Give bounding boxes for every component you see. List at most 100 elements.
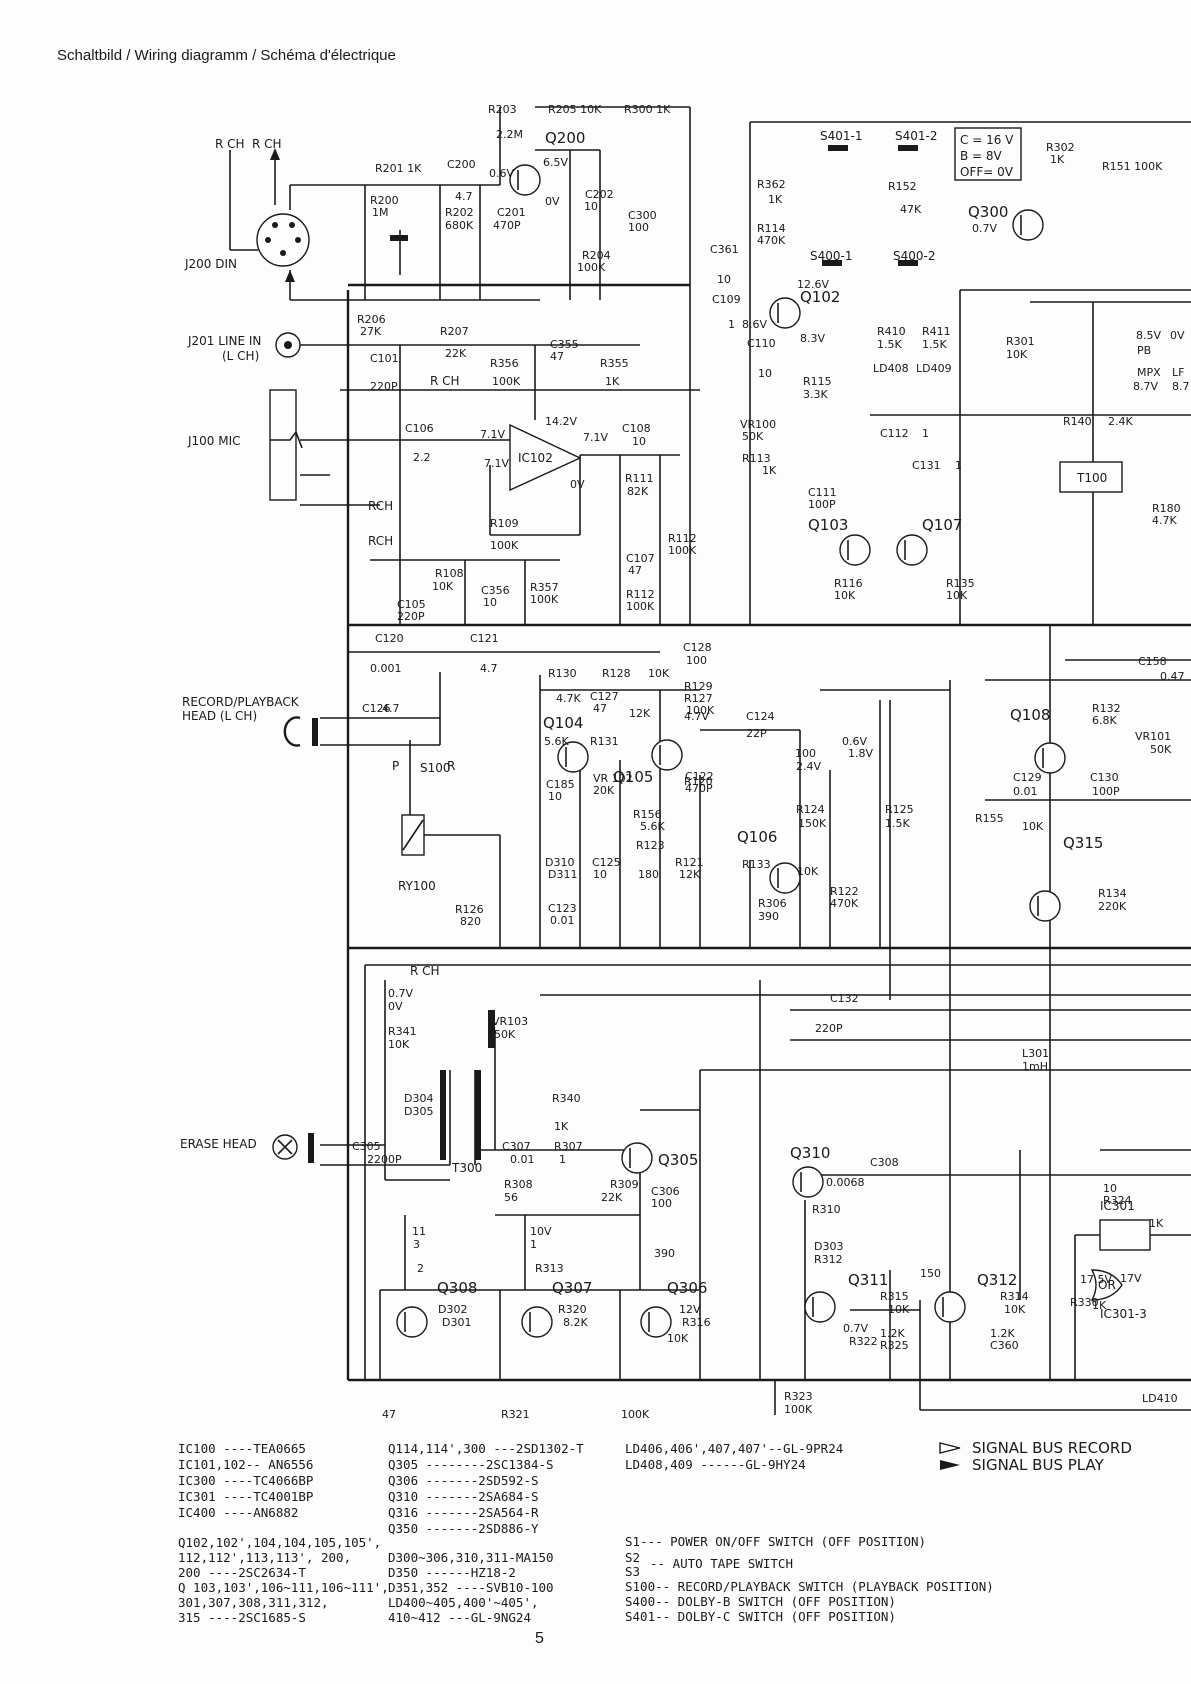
part-label: 150K — [798, 817, 827, 830]
legend-line: Q 103,103',106~111,106~111', — [178, 1580, 389, 1595]
part-label: 100P — [808, 498, 836, 511]
part-label: R314 — [1000, 1290, 1029, 1303]
part-label: R325 — [880, 1339, 909, 1352]
part-label: 390 — [758, 910, 779, 923]
part-label: 10K — [648, 667, 670, 680]
transistor-q105 — [651, 739, 683, 771]
transistor-q310 — [792, 1166, 824, 1198]
part-label: 11 — [412, 1225, 426, 1238]
legend-line: IC300 ----TC4066BP — [178, 1473, 313, 1488]
part-label: 1K — [762, 464, 777, 477]
part-label: 0V — [1170, 329, 1185, 342]
part-label: C101 — [370, 352, 399, 365]
part-label: R126 — [455, 903, 484, 916]
transistor-q315 — [1029, 890, 1061, 922]
part-label: C121 — [470, 632, 499, 645]
part-label: 470K — [830, 897, 859, 910]
part-label: 4.7K — [556, 692, 581, 705]
part-label: LD408 — [873, 362, 909, 375]
part-label: R357 — [530, 581, 559, 594]
part-label: R203 — [488, 103, 517, 116]
legend-line: 200 ----2SC2634-T — [178, 1565, 306, 1580]
part-label: 10K — [388, 1038, 410, 1051]
part-label: R180 — [1152, 502, 1181, 515]
part-label: C305 — [352, 1140, 381, 1153]
part-label: L301 — [1022, 1047, 1049, 1060]
voltage-b: B = 8V — [960, 149, 1003, 163]
part-label: D304 — [404, 1092, 433, 1105]
parts-legend: IC100 ----TEA0665 IC101,102-- AN6556 IC3… — [178, 1439, 1132, 1625]
part-label: R313 — [535, 1262, 564, 1275]
legend-switch: S100-- RECORD/PLAYBACK SWITCH (PLAYBACK … — [625, 1579, 994, 1594]
q307-label: Q307 — [552, 1279, 592, 1297]
part-label: 56 — [504, 1191, 518, 1204]
part-label: R122 — [830, 885, 859, 898]
part-label: 7.1V — [484, 457, 509, 470]
part-label: 6.5V — [543, 156, 568, 169]
relay-ry100 — [401, 814, 425, 856]
s100-r-label: R — [447, 759, 455, 773]
line-in-jack-j201 — [275, 332, 301, 358]
part-label: 10K — [1006, 348, 1028, 361]
part-label: R132 — [1092, 702, 1121, 715]
part-label: D302 — [438, 1303, 467, 1316]
part-label: C158 — [1138, 655, 1167, 668]
part-label: 0.01 — [550, 914, 575, 927]
q308-label: Q308 — [437, 1279, 477, 1297]
record-playback-head — [283, 716, 318, 747]
j200-label: J200 DIN — [184, 257, 237, 271]
legend-line: Q102,102',104,104,105,105', — [178, 1535, 381, 1550]
part-label: 4.7 — [382, 702, 400, 715]
q300-label: Q300 — [968, 203, 1008, 221]
part-label: 3.3K — [803, 388, 828, 401]
part-label: R356 — [490, 357, 519, 370]
j100-label: J100 MIC — [187, 434, 241, 448]
legend-line: 410~412 ---GL-9NG24 — [388, 1610, 531, 1625]
ry100-label: RY100 — [398, 879, 436, 893]
part-label: VR103 — [492, 1015, 528, 1028]
part-label: 5.6K — [640, 820, 665, 833]
part-label: R112 — [626, 588, 655, 601]
part-label: C105 — [397, 598, 426, 611]
transistor-q300 — [1012, 209, 1044, 241]
rch-lo-label-2: RCH — [368, 534, 393, 548]
part-label: VR100 — [740, 418, 776, 431]
rch-bottom-label: R CH — [410, 964, 440, 978]
part-label: R204 — [582, 249, 611, 262]
part-label: 1 — [955, 459, 962, 472]
q200-label: Q200 — [545, 129, 585, 147]
part-label: 100K — [530, 593, 559, 606]
transformer-t300 — [440, 1070, 481, 1160]
part-label: 1.5K — [885, 817, 910, 830]
part-label: 0.001 — [370, 662, 402, 675]
part-label: 10K — [834, 589, 856, 602]
transistor-q104 — [557, 741, 589, 773]
part-label: 14.2V — [545, 415, 577, 428]
legend-line: IC400 ----AN6882 — [178, 1505, 298, 1520]
part-label: 150 — [920, 1267, 941, 1280]
q108-label: Q108 — [1010, 706, 1050, 724]
part-label: C307 — [502, 1140, 531, 1153]
part-label: D311 — [548, 868, 577, 881]
transistor-q305 — [621, 1142, 653, 1174]
part-label: 1 — [728, 318, 735, 331]
part-label: C108 — [622, 422, 651, 435]
transistor-q307 — [521, 1306, 553, 1338]
part-label: R307 — [554, 1140, 583, 1153]
part-label: R116 — [834, 577, 863, 590]
part-label: 100K — [668, 544, 697, 557]
part-label: R315 — [880, 1290, 909, 1303]
part-label: LD410 — [1142, 1392, 1178, 1405]
part-label: R410 — [877, 325, 906, 338]
part-label: 20K — [593, 784, 615, 797]
part-label: 0V — [570, 478, 585, 491]
s401-1-label: S401-1 — [820, 129, 863, 143]
part-label: 1K — [605, 375, 620, 388]
part-label: 10K — [1022, 820, 1044, 833]
part-label: R340 — [552, 1092, 581, 1105]
part-label: R114 — [757, 222, 786, 235]
legend-line: LD400~405,400'~405', — [388, 1595, 539, 1610]
legend-line: IC100 ----TEA0665 — [178, 1441, 306, 1456]
ic102-opamp — [509, 423, 582, 492]
part-label: 100 — [651, 1197, 672, 1210]
